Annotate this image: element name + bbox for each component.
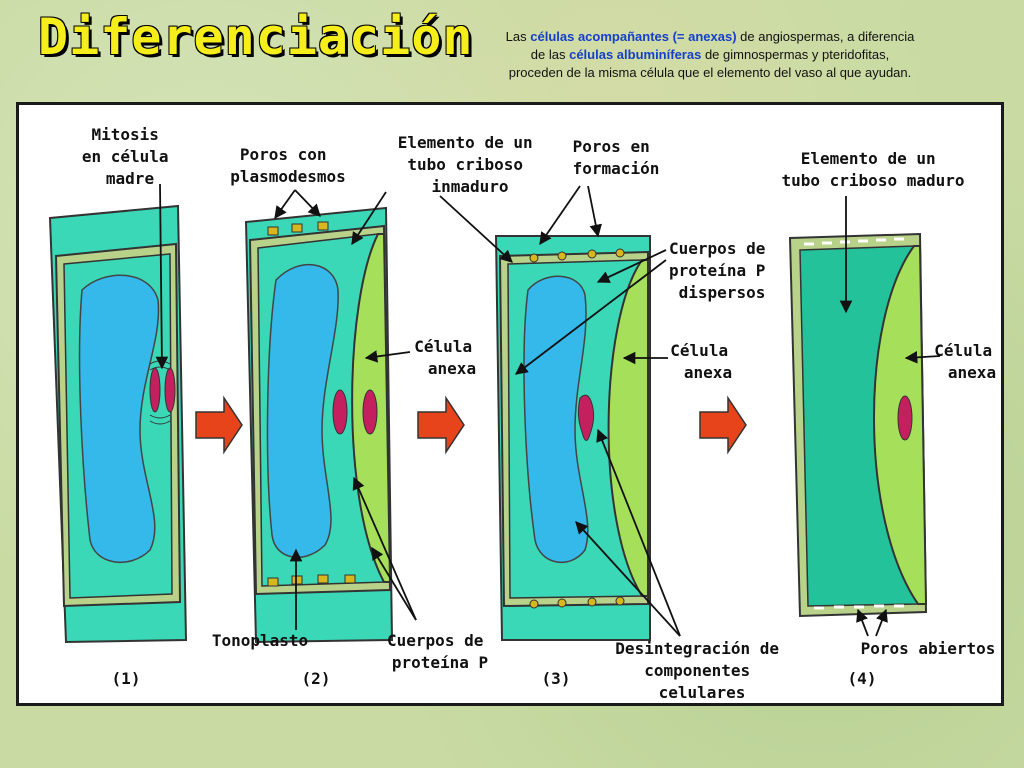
vacuole-1 xyxy=(78,274,160,564)
stage-label-4: (4) xyxy=(848,669,877,688)
pores-2-top xyxy=(267,221,329,236)
intro-line-2: de las células albuminíferas de gimnospe… xyxy=(470,46,950,64)
highlight-celulas-acompanantes: células acompañantes (= anexas) xyxy=(530,29,737,44)
pores-3-bottom xyxy=(529,596,625,609)
vacuole-2 xyxy=(266,263,339,559)
stage-4-cell xyxy=(788,232,928,618)
intro-text-1a: Las xyxy=(505,29,531,44)
progress-arrow-3 xyxy=(699,395,747,455)
stage-label-1: (1) xyxy=(112,669,141,688)
label-mitosis: Mitosis en célula madre xyxy=(82,125,178,188)
stage-1-cell xyxy=(48,204,188,644)
label-poros-abiertos: Poros abiertos xyxy=(861,639,996,658)
label-tonoplasto: Tonoplasto xyxy=(212,631,308,650)
stage-label-3: (3) xyxy=(542,669,571,688)
label-elemento-inmaduro: Elemento de un tubo criboso inmaduro xyxy=(398,133,543,196)
stage-3-cell xyxy=(494,235,651,641)
highlight-celulas-albuminiferas: células albuminíferas xyxy=(569,47,702,62)
intro-text-2b: de gimnospermas y pteridofitas, xyxy=(701,47,890,62)
label-poros-formacion: Poros en formación xyxy=(573,137,660,178)
nucleus-1a xyxy=(149,367,161,413)
intro-line-1: Las células acompañantes (= anexas) de a… xyxy=(470,28,950,46)
stage-label-2: (2) xyxy=(302,669,331,688)
label-cuerpos-dispersos: Cuerpos de proteína P dispersos xyxy=(669,239,775,302)
intro-text-2a: de las xyxy=(530,47,570,62)
pores-3-top xyxy=(529,248,625,263)
label-poros-plasmodesmos: Poros con plasmodesmos xyxy=(230,145,346,186)
label-cuerpos-proteina: Cuerpos de proteína P xyxy=(387,631,493,672)
stage-2-cell xyxy=(244,206,394,644)
pores-2-bottom xyxy=(267,574,356,587)
label-celula-anexa-3: Célula anexa xyxy=(670,341,737,382)
nucleus-4 xyxy=(897,395,913,441)
label-elemento-maduro: Elemento de un tubo criboso maduro xyxy=(781,149,964,190)
label-desintegracion: Desintegración de componentes celulares xyxy=(615,639,788,702)
intro-line-3: proceden de la misma célula que el eleme… xyxy=(508,65,912,80)
intro-text: Las células acompañantes (= anexas) de a… xyxy=(470,28,950,82)
nucleus-2b xyxy=(362,389,378,435)
progress-arrow-1 xyxy=(195,395,243,455)
page-title: Diferenciación xyxy=(38,8,474,66)
label-celula-anexa-2: Célula anexa xyxy=(414,337,481,378)
leader-arrows xyxy=(155,183,941,637)
vacuole-3 xyxy=(523,275,589,564)
nucleus-2a xyxy=(332,389,348,435)
label-celula-anexa-4: Célula anexa xyxy=(934,341,1001,382)
nucleus-1b xyxy=(164,367,176,413)
nucleus-3 xyxy=(577,394,595,441)
progress-arrow-2 xyxy=(417,395,465,455)
intro-text-1b: de angiospermas, a diferencia xyxy=(736,29,915,44)
